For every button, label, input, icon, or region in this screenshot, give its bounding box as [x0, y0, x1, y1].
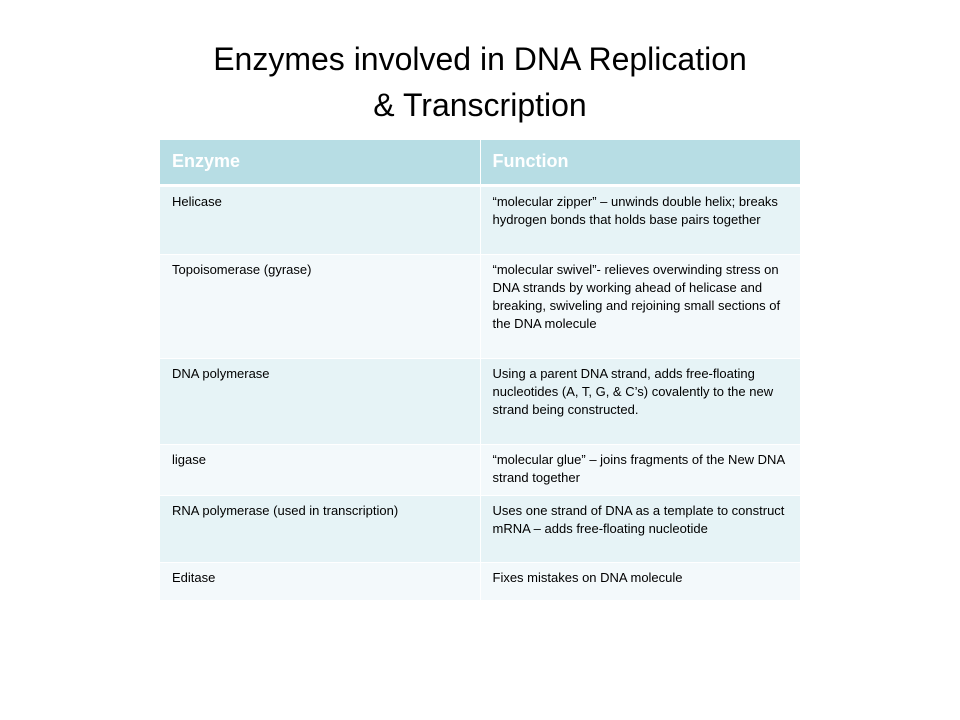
function-cell: “molecular swivel”- relieves overwinding…	[479, 254, 800, 359]
function-cell: Uses one strand of DNA as a template to …	[479, 495, 800, 563]
enzyme-cell: DNA polymerase	[160, 358, 480, 445]
table-row: Helicase “molecular zipper” – unwinds do…	[160, 185, 800, 255]
table-row: Topoisomerase (gyrase) “molecular swivel…	[160, 254, 800, 359]
function-cell: Fixes mistakes on DNA molecule	[479, 562, 800, 601]
title-line-2: & Transcription	[373, 87, 587, 123]
column-header-enzyme: Enzyme	[160, 140, 480, 187]
enzyme-table: Enzyme Function Helicase “molecular zipp…	[160, 140, 800, 601]
enzyme-cell: Topoisomerase (gyrase)	[160, 254, 480, 359]
page-title: Enzymes involved in DNA Replication & Tr…	[80, 36, 880, 128]
function-cell: Using a parent DNA strand, adds free-flo…	[479, 358, 800, 445]
column-header-function: Function	[479, 140, 800, 187]
table-row: Editase Fixes mistakes on DNA molecule	[160, 562, 800, 601]
function-cell: “molecular zipper” – unwinds double heli…	[479, 185, 800, 255]
title-line-1: Enzymes involved in DNA Replication	[213, 41, 747, 77]
table-row: ligase “molecular glue” – joins fragment…	[160, 444, 800, 496]
function-cell: “molecular glue” – joins fragments of th…	[479, 444, 800, 496]
table-row: DNA polymerase Using a parent DNA strand…	[160, 358, 800, 445]
enzyme-cell: Editase	[160, 562, 480, 601]
enzyme-cell: ligase	[160, 444, 480, 496]
table-row: RNA polymerase (used in transcription) U…	[160, 495, 800, 563]
table-header-row: Enzyme Function	[160, 140, 800, 187]
enzyme-cell: RNA polymerase (used in transcription)	[160, 495, 480, 563]
enzyme-cell: Helicase	[160, 185, 480, 255]
